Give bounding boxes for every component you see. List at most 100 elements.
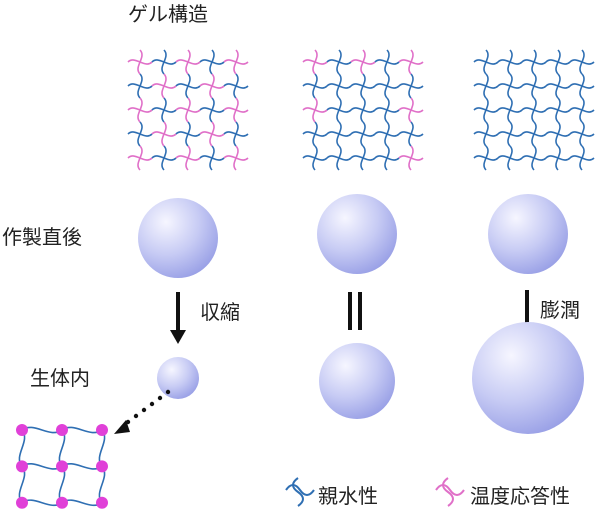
network-strand	[161, 145, 167, 171]
network-strand	[209, 145, 215, 171]
network-strand	[137, 145, 143, 171]
network-strand	[555, 121, 561, 147]
network-strand	[408, 49, 414, 75]
hydrophilic-legend-icon	[285, 477, 315, 507]
network-strand	[233, 121, 239, 147]
crosslink-node	[96, 460, 108, 473]
network-strand	[209, 49, 215, 75]
sphere-fabricated-left	[138, 198, 218, 278]
after-fabrication-label: 作製直後	[2, 225, 82, 249]
network-strand	[209, 121, 215, 147]
network-strand	[360, 49, 366, 75]
network-strand	[384, 121, 390, 147]
crosslink-node	[16, 460, 28, 473]
network-strand	[336, 49, 342, 75]
network-strand	[233, 97, 239, 123]
network-strand	[336, 73, 342, 99]
network-strand	[531, 73, 537, 99]
network-strand	[579, 73, 585, 99]
network-strand	[531, 121, 537, 147]
gel-network-hydrophilic	[473, 49, 595, 171]
network-strand	[137, 73, 143, 99]
network-strand	[483, 49, 489, 75]
network-strand	[507, 145, 513, 171]
sphere-unchanged	[319, 343, 395, 419]
network-strand	[360, 121, 366, 147]
network-strand	[555, 145, 561, 171]
network-strand	[336, 121, 342, 147]
network-strand	[233, 49, 239, 75]
crosslink-node	[96, 424, 108, 436]
network-strand	[408, 97, 414, 123]
network-strand	[408, 73, 414, 99]
network-strand	[384, 145, 390, 171]
gel-structure-label: ゲル構造	[128, 2, 208, 26]
network-strand	[531, 49, 537, 75]
thermo-legend-icon	[435, 477, 465, 507]
network-strand	[483, 121, 489, 147]
network-strand	[209, 97, 215, 123]
sphere-shrunk	[157, 357, 199, 399]
network-strand	[185, 121, 191, 147]
gel-network-partial	[302, 49, 424, 171]
crosslink-node	[16, 496, 28, 509]
gel-network-mixed	[127, 49, 249, 171]
network-strand	[312, 73, 318, 99]
crosslink-node	[16, 424, 28, 436]
network-strand	[531, 97, 537, 123]
network-strand	[579, 49, 585, 75]
network-strand	[579, 145, 585, 171]
network-strand	[185, 49, 191, 75]
crosslink-node	[56, 424, 68, 436]
network-strand	[384, 97, 390, 123]
network-strand	[137, 97, 143, 123]
collapsed-network	[16, 424, 108, 509]
network-strand	[312, 49, 318, 75]
network-strand	[233, 73, 239, 99]
sphere-fabricated-right	[488, 194, 568, 274]
network-strand	[209, 73, 215, 99]
network-strand	[555, 97, 561, 123]
network-strand	[360, 145, 366, 171]
network-strand	[483, 73, 489, 99]
shrink-label: 収縮	[200, 300, 240, 324]
network-strand	[137, 49, 143, 75]
network-strand	[312, 121, 318, 147]
network-strand	[555, 49, 561, 75]
equal-sign-icon	[348, 292, 362, 330]
sphere-fabricated-middle	[317, 194, 397, 274]
network-strand	[185, 97, 191, 123]
network-strand	[483, 145, 489, 171]
network-strand	[384, 49, 390, 75]
network-strand	[336, 145, 342, 171]
network-strand	[579, 97, 585, 123]
network-strand	[507, 73, 513, 99]
network-strand	[531, 145, 537, 171]
network-strand	[507, 121, 513, 147]
sphere-swollen	[472, 322, 584, 434]
network-strand	[483, 97, 489, 123]
network-strand	[137, 121, 143, 147]
network-strand	[507, 97, 513, 123]
network-strand	[161, 49, 167, 75]
arrow-shrink-icon	[170, 292, 186, 344]
network-strand	[579, 121, 585, 147]
crosslink-node	[56, 460, 68, 473]
network-strand	[312, 97, 318, 123]
thermoresponsive-legend-label: 温度応答性	[470, 484, 570, 508]
network-strand	[233, 145, 239, 171]
network-strand	[185, 145, 191, 171]
network-strand	[384, 73, 390, 99]
dotted-arrow-icon	[114, 389, 171, 434]
network-strand	[161, 73, 167, 99]
network-strand	[507, 49, 513, 75]
network-strand	[555, 73, 561, 99]
network-strand	[185, 73, 191, 99]
crosslink-node	[96, 496, 108, 509]
swell-label: 膨潤	[540, 298, 580, 322]
network-strand	[161, 121, 167, 147]
crosslink-node	[56, 496, 68, 509]
hydrophilic-legend-label: 親水性	[318, 484, 378, 508]
